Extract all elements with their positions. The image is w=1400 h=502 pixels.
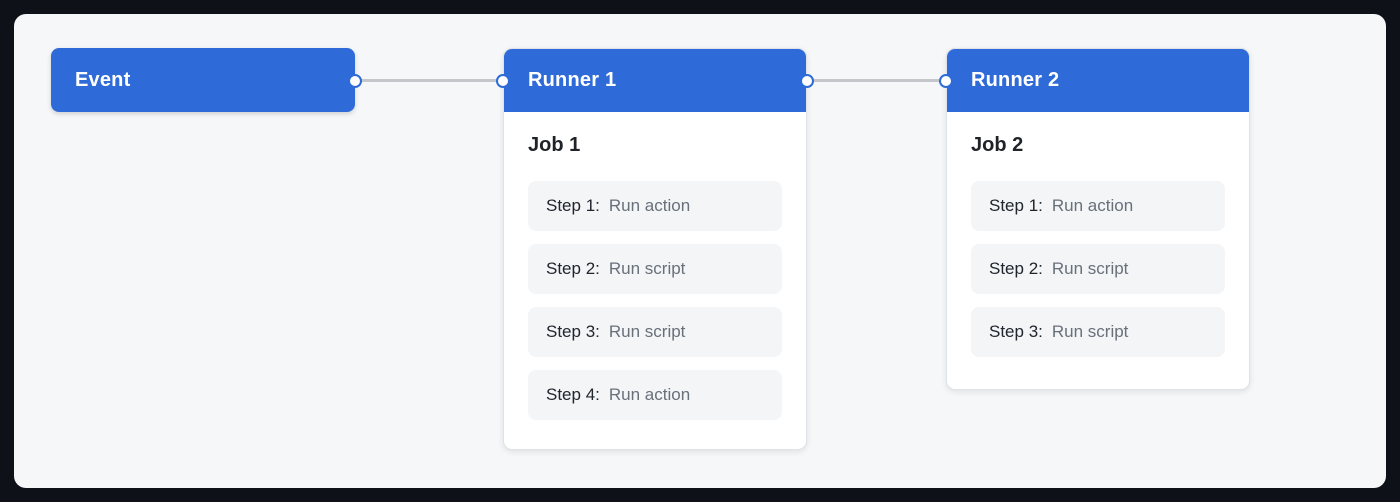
runner1-card: Runner 1 Job 1 Step 1: Run action Step 2…: [503, 48, 807, 450]
job2-steps: Step 1: Run action Step 2: Run script St…: [971, 181, 1225, 357]
event-node-label: Event: [75, 68, 131, 91]
step-label: Step 2:: [989, 259, 1043, 278]
connector-line-runner1-runner2: [807, 79, 946, 82]
step-label: Step 1:: [546, 196, 600, 215]
step-action: Run script: [1051, 322, 1129, 341]
step-label: Step 4:: [546, 385, 600, 404]
runner2-card: Runner 2 Job 2 Step 1: Run action Step 2…: [946, 48, 1250, 390]
runner2-header: Runner 2: [947, 49, 1249, 112]
step-row: Step 2: Run script: [528, 244, 782, 294]
step-row: Step 1: Run action: [971, 181, 1225, 231]
connector-dot-runner2-in: [939, 74, 953, 88]
runner1-body: Job 1 Step 1: Run action Step 2: Run scr…: [504, 112, 806, 420]
step-row: Step 3: Run script: [528, 307, 782, 357]
step-row: Step 3: Run script: [971, 307, 1225, 357]
step-action: Run script: [608, 322, 686, 341]
step-action: Run action: [1051, 196, 1134, 215]
step-label: Step 1:: [989, 196, 1043, 215]
job1-title: Job 1: [528, 134, 581, 156]
step-action: Run action: [608, 385, 691, 404]
connector-dot-runner1-in: [496, 74, 510, 88]
runner1-header: Runner 1: [504, 49, 806, 112]
step-label: Step 3:: [989, 322, 1043, 341]
step-action: Run action: [608, 196, 691, 215]
runner2-label: Runner 2: [971, 68, 1060, 91]
step-action: Run script: [608, 259, 686, 278]
step-row: Step 1: Run action: [528, 181, 782, 231]
step-action: Run script: [1051, 259, 1129, 278]
runner1-label: Runner 1: [528, 68, 617, 91]
step-row: Step 2: Run script: [971, 244, 1225, 294]
event-node: Event: [51, 48, 355, 112]
step-label: Step 3:: [546, 322, 600, 341]
runner2-body: Job 2 Step 1: Run action Step 2: Run scr…: [947, 112, 1249, 357]
connector-line-event-runner1: [355, 79, 503, 82]
workflow-diagram-panel: Event Runner 1 Job 1 Step 1: Run action …: [14, 14, 1386, 488]
connector-dot-event-out: [348, 74, 362, 88]
job1-steps: Step 1: Run action Step 2: Run script St…: [528, 181, 782, 420]
job2-title: Job 2: [971, 134, 1024, 156]
step-row: Step 4: Run action: [528, 370, 782, 420]
connector-dot-runner1-out: [800, 74, 814, 88]
step-label: Step 2:: [546, 259, 600, 278]
